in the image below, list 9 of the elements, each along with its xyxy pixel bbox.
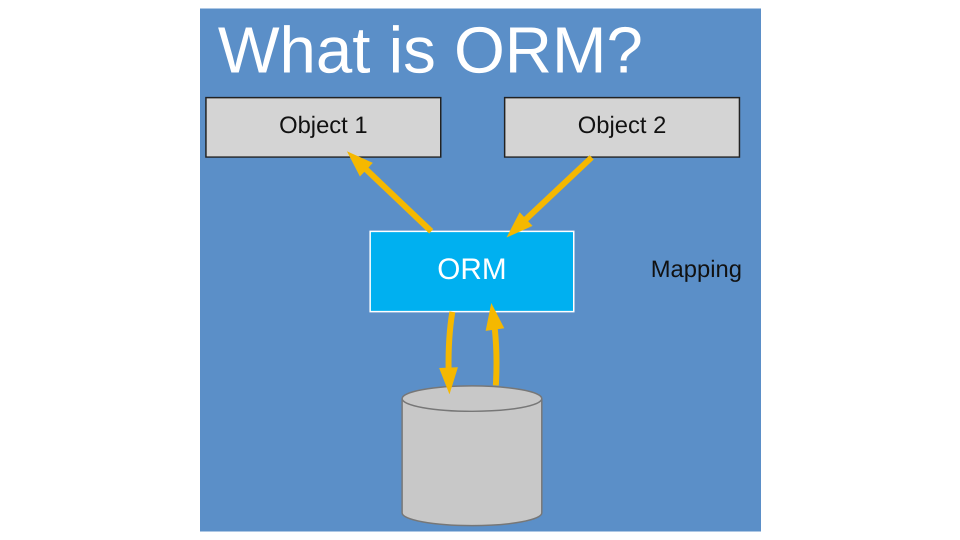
node-box: ORM <box>368 230 574 312</box>
arrow <box>438 311 458 394</box>
arrow <box>346 151 433 234</box>
arrow <box>485 302 504 386</box>
node-box: Object 1 <box>204 96 441 158</box>
diagram-title: What is ORM? <box>217 14 642 87</box>
node-label: Mapping <box>650 256 742 284</box>
arrow <box>506 155 594 238</box>
node-box: Object 2 <box>503 96 740 158</box>
